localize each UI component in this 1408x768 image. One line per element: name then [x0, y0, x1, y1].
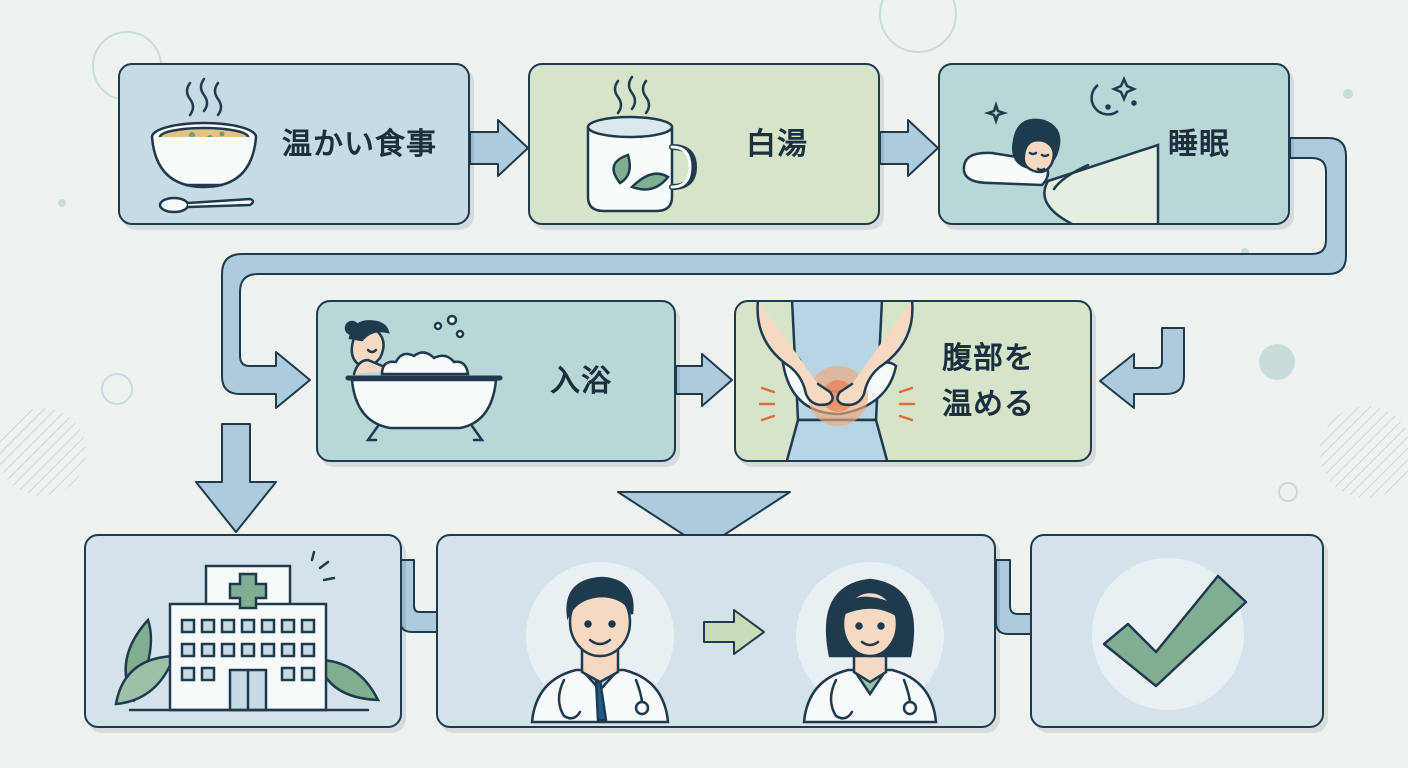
soup-bowl-icon	[150, 77, 258, 214]
arrow-sleep-to-bath	[221, 137, 1347, 409]
step-card-sleep: 睡眠	[938, 63, 1290, 225]
arrow-between-doctors	[703, 609, 765, 655]
arrow-down-hospital	[195, 423, 277, 533]
step-card-hot-water: 白湯	[528, 63, 880, 225]
step-label-warm-meal: 温かい食事	[282, 127, 437, 162]
step-label-warm-belly-line1: 腹部を	[942, 341, 1035, 376]
step-card-doctors	[436, 534, 996, 728]
mug-icon	[586, 75, 698, 213]
arrow-water-to-sleep	[879, 119, 939, 177]
step-label-warm-belly-line2: 温める	[942, 387, 1035, 422]
sleeping-person-icon	[962, 75, 1160, 223]
arrow-bath-to-belly	[675, 353, 733, 407]
step-card-warm-meal: 温かい食事	[118, 63, 470, 225]
arrow-hook-right	[1099, 327, 1185, 409]
hospital-icon	[114, 550, 381, 712]
step-card-done	[1030, 534, 1324, 728]
step-label-bath: 入浴	[550, 364, 612, 399]
bathtub-icon	[344, 314, 503, 442]
step-label-hot-water: 白湯	[746, 127, 808, 162]
doctor-female-icon	[796, 562, 944, 724]
step-card-bath: 入浴	[316, 300, 676, 462]
doctor-male-icon	[526, 562, 674, 724]
arrow-down-doctors	[617, 491, 791, 549]
warm-belly-icon	[756, 302, 916, 460]
step-card-hospital	[84, 534, 402, 728]
check-icon	[1092, 558, 1248, 710]
step-label-sleep: 睡眠	[1168, 127, 1230, 162]
step-card-warm-belly: 腹部を 温める	[734, 300, 1092, 462]
arrow-meal-to-water	[469, 119, 529, 177]
